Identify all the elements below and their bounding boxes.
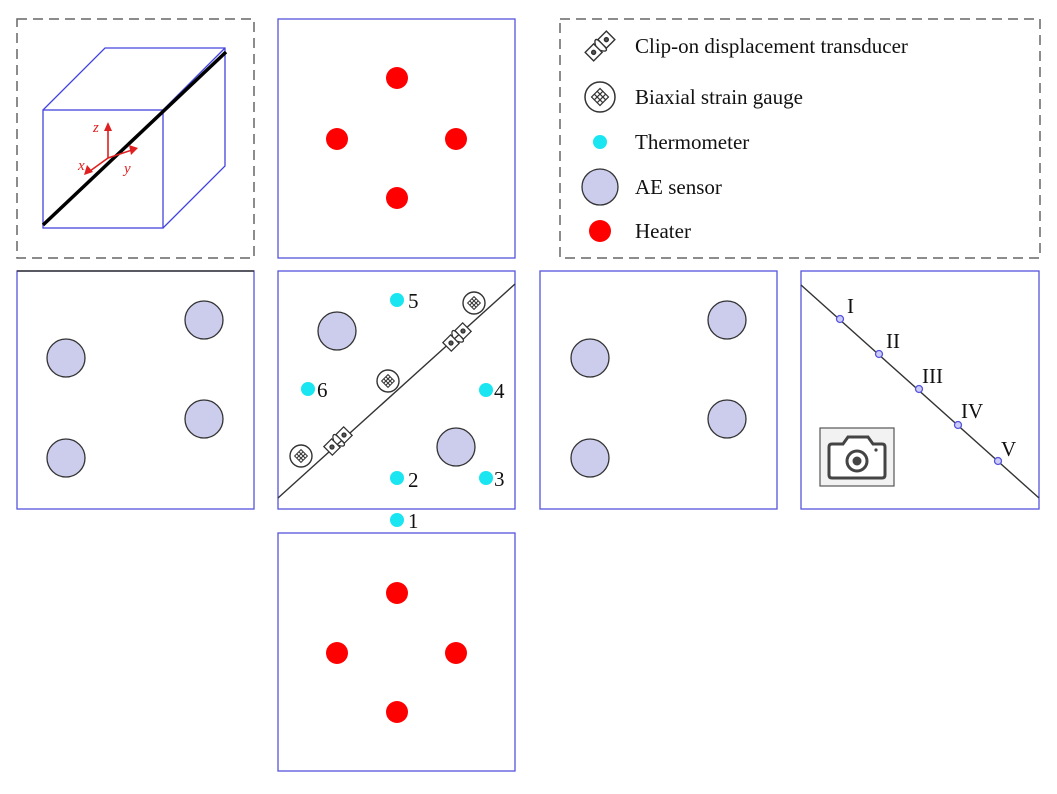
crack-point-label-2: II <box>886 329 900 353</box>
legend-frame <box>559 18 1041 259</box>
ae-sensor <box>707 300 747 340</box>
crack-point-label-5: V <box>1001 437 1016 461</box>
thermometer-5 <box>390 293 404 307</box>
crack-point <box>914 384 924 394</box>
thermometer-label-1: 1 <box>408 509 419 533</box>
heater-dot <box>326 642 348 664</box>
heater-dot <box>386 582 408 604</box>
thermometer-label-3: 3 <box>494 467 505 491</box>
clip-on-transducer-icon <box>584 30 616 62</box>
thermometer-label-6: 6 <box>317 378 328 402</box>
thermometer-1 <box>390 513 404 527</box>
thermometer-label-2: 2 <box>408 468 419 492</box>
axis-label-y: y <box>122 161 131 177</box>
ae-sensor <box>707 399 747 439</box>
heater-dot <box>445 642 467 664</box>
front-face-frame <box>277 270 516 510</box>
bottom-face-frame <box>277 532 516 772</box>
thermometer-3 <box>479 471 493 485</box>
heater-dot <box>386 701 408 723</box>
clip-on-transducer <box>441 321 473 353</box>
front-crack-line <box>277 283 516 499</box>
back-face-panel: I II III IV V <box>800 270 1040 510</box>
legend-label-thermo: Thermometer <box>635 130 749 154</box>
axis-label-x: x <box>77 158 85 174</box>
thermometer-4 <box>479 383 493 397</box>
cube-panel: z y x <box>16 18 255 259</box>
cube-panel-frame <box>16 18 255 259</box>
crack-point <box>835 314 845 324</box>
strain-gauge <box>376 369 400 393</box>
axis-label-z: z <box>92 120 99 136</box>
cube-diagonal-crack <box>41 50 228 227</box>
crack-point <box>993 456 1003 466</box>
legend: Clip-on displacement transducer Biaxial … <box>559 18 1041 259</box>
legend-label-ae: AE sensor <box>635 175 722 199</box>
thermometer-6 <box>301 382 315 396</box>
ae-sensor <box>570 438 610 478</box>
crack-point <box>874 349 884 359</box>
crack-point-label-4: IV <box>961 399 983 423</box>
ae-sensor <box>570 338 610 378</box>
thermometer-2 <box>390 471 404 485</box>
legend-label-heater: Heater <box>635 219 691 243</box>
ae-sensor <box>436 427 476 467</box>
top-face-frame <box>277 18 516 259</box>
right-face-panel <box>539 270 778 510</box>
left-face-panel <box>16 270 255 510</box>
top-face-panel <box>277 18 516 259</box>
ae-sensor <box>46 438 86 478</box>
ae-sensor <box>184 300 224 340</box>
thermometer-label-5: 5 <box>408 289 419 313</box>
legend-label-clip: Clip-on displacement transducer <box>635 34 908 58</box>
bottom-face-panel <box>277 532 516 772</box>
heater-icon <box>589 220 611 242</box>
ae-sensor-icon <box>581 168 619 206</box>
heater-dot <box>386 187 408 209</box>
thermometer-icon <box>593 135 607 149</box>
heater-dot <box>386 67 408 89</box>
heater-dot <box>445 128 467 150</box>
ae-sensor <box>46 338 86 378</box>
legend-label-gauge: Biaxial strain gauge <box>635 85 803 109</box>
right-face-frame <box>539 270 778 510</box>
crack-point-label-1: I <box>847 294 854 318</box>
front-face-panel: 1 2 3 4 5 6 <box>277 270 516 533</box>
ae-sensor <box>184 399 224 439</box>
camera-icon <box>819 427 895 487</box>
thermometer-label-4: 4 <box>494 379 505 403</box>
crack-point-label-3: III <box>922 364 943 388</box>
ae-sensor <box>317 311 357 351</box>
strain-gauge <box>289 444 313 468</box>
back-face-frame <box>800 270 1040 510</box>
coordinate-axes <box>84 122 138 175</box>
strain-gauge-icon <box>584 81 616 113</box>
crack-point <box>953 420 963 430</box>
clip-on-transducer <box>322 425 354 457</box>
strain-gauge <box>462 291 486 315</box>
heater-dot <box>326 128 348 150</box>
